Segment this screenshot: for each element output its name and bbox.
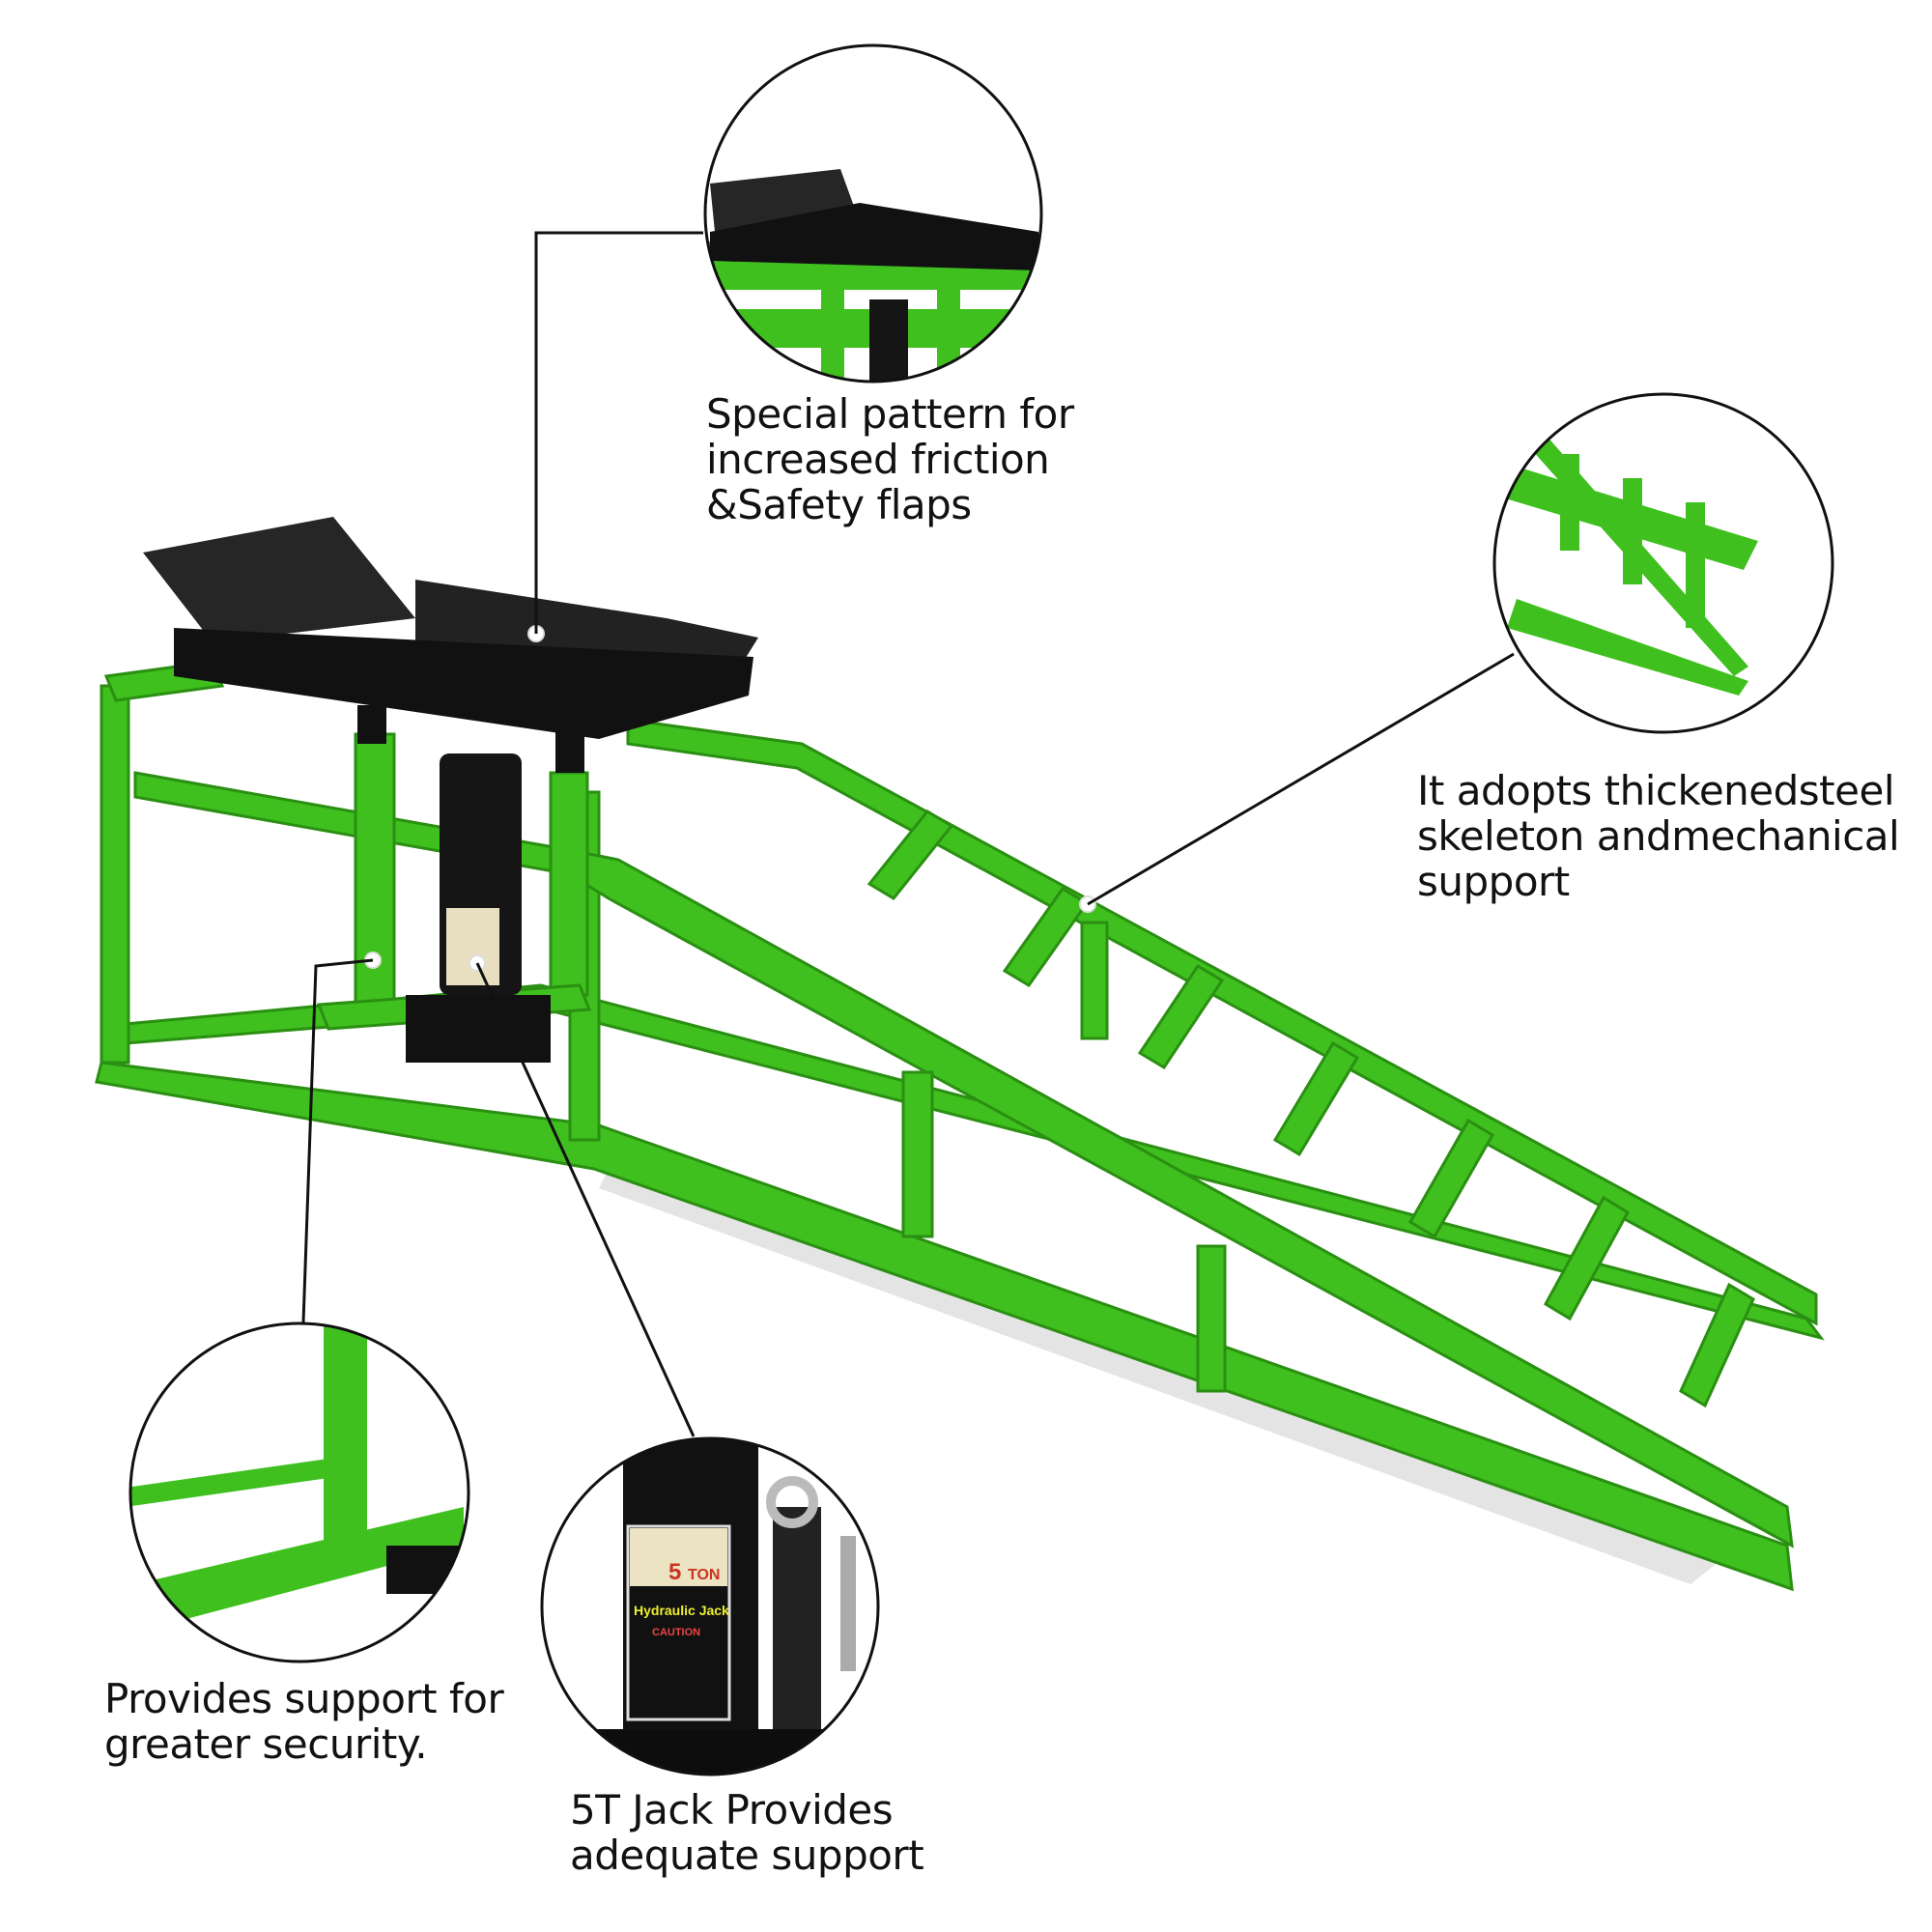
callout-line: support [1417, 858, 1570, 905]
jack-name-text: Hydraulic Jack [634, 1603, 729, 1618]
callout-line: It adopts thickenedsteel [1417, 767, 1895, 814]
jack-warning-text: CAUTION [652, 1627, 700, 1638]
callout-line: greater security. [104, 1720, 428, 1768]
callout-tray-pattern: Special pattern for increased friction &… [706, 391, 1074, 527]
detail-tray-circle [703, 43, 1043, 384]
jack-unit-text: TON [688, 1567, 720, 1583]
jack-capacity-text: 5 [668, 1559, 681, 1585]
callout-line: 5T Jack Provides [570, 1786, 894, 1833]
detail-base-circle [128, 1321, 470, 1663]
leader-lines [301, 231, 1515, 1437]
callout-steel-skeleton: It adopts thickenedsteel skeleton andmec… [1417, 767, 1900, 905]
detail-frame-circle [1492, 392, 1834, 734]
ramp-rungs [867, 810, 1755, 1408]
callout-5t-jack: 5T Jack Provides adequate support [570, 1786, 924, 1879]
callout-line: adequate support [570, 1832, 924, 1879]
callout-line: &Safety flaps [706, 481, 972, 528]
callout-line: skeleton andmechanical [1417, 812, 1900, 860]
callout-line: Provides support for [104, 1675, 504, 1722]
safety-tray [143, 517, 758, 773]
detail-jack-circle: 5 TON Hydraulic Jack CAUTION [540, 1436, 880, 1776]
callout-support-security: Provides support for greater security. [104, 1675, 504, 1768]
bottle-jack [406, 753, 551, 1063]
callout-line: increased friction [706, 436, 1050, 483]
callout-line: Special pattern for [706, 390, 1074, 438]
